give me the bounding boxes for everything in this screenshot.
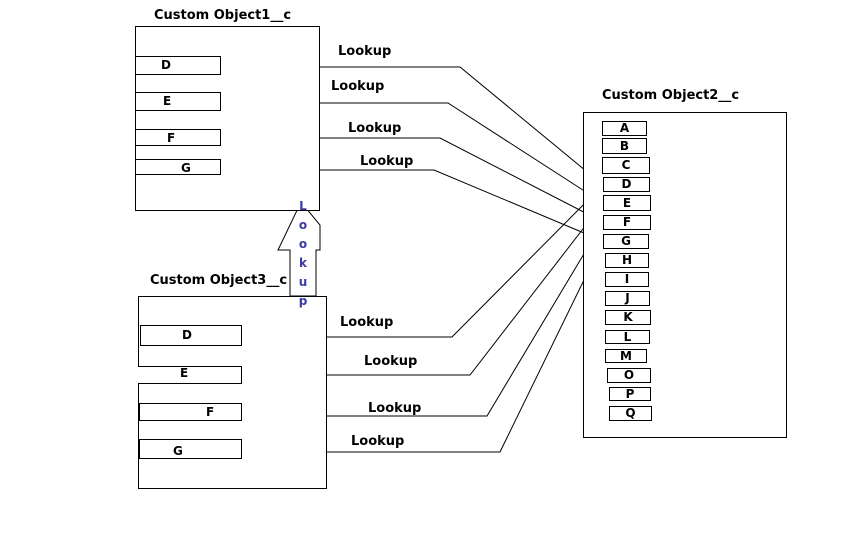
obj2-field-f: F xyxy=(603,215,651,230)
obj3-title: Custom Object3__c xyxy=(150,273,288,288)
obj1-field-f: F xyxy=(135,129,221,146)
obj2-field-c: C xyxy=(602,157,650,174)
obj2-title: Custom Object2__c xyxy=(602,88,740,103)
obj2-field-j: J xyxy=(605,291,650,306)
obj1-field-e: E xyxy=(135,92,221,111)
obj1-title: Custom Object1__c xyxy=(154,8,292,23)
arrow-label-char: k xyxy=(299,256,307,270)
arrow-label-char: o xyxy=(298,218,308,232)
obj2-field-l: L xyxy=(605,330,650,344)
lookup-label: Lookup xyxy=(331,79,385,94)
obj2-field-i: I xyxy=(605,272,649,287)
obj3-field-d: D xyxy=(140,325,242,346)
lookup-label: Lookup xyxy=(348,121,402,136)
obj1-field-d: D xyxy=(135,56,221,75)
obj2-field-q: Q xyxy=(609,406,652,421)
obj2-field-h: H xyxy=(605,253,649,268)
obj2-field-g: G xyxy=(603,234,649,249)
obj2-field-m: M xyxy=(605,349,647,363)
lookup-label: Lookup xyxy=(340,315,394,330)
obj3-field-f: F xyxy=(139,403,242,421)
obj2-field-p: P xyxy=(609,387,651,401)
obj2-field-d: D xyxy=(603,177,650,192)
lookup-label: Lookup xyxy=(360,154,414,169)
obj3-field-g: G xyxy=(139,439,242,459)
obj2-field-b: B xyxy=(602,138,647,154)
obj2-field-a: A xyxy=(602,121,647,136)
arrow-label-char: o xyxy=(298,237,308,251)
lookup-label: Lookup xyxy=(338,44,392,59)
obj2-field-e: E xyxy=(603,195,651,211)
lookup-label: Lookup xyxy=(364,354,418,369)
arrow-label-char: L xyxy=(299,199,307,213)
lookup-label: Lookup xyxy=(368,401,422,416)
arrow-label-char: u xyxy=(298,275,308,289)
obj1-box xyxy=(135,26,320,211)
lookup-label: Lookup xyxy=(351,434,405,449)
lookup-line-obj3-g xyxy=(241,240,604,453)
obj2-field-o: O xyxy=(607,368,651,383)
arrow-label-char: p xyxy=(298,294,308,308)
obj1-field-g: G xyxy=(135,159,221,175)
obj3-field-e: E xyxy=(138,366,242,384)
obj2-field-k: K xyxy=(605,310,651,325)
